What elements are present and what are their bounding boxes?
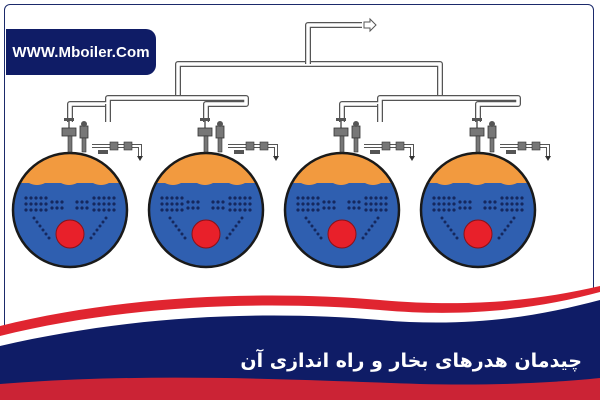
furnace-tube xyxy=(327,219,357,249)
furnace-tube xyxy=(463,219,493,249)
fire-tube-bank xyxy=(24,196,116,240)
check-valve-icon xyxy=(517,141,541,151)
safety-valve-icon xyxy=(79,121,89,153)
fire-tube-bank xyxy=(432,196,524,240)
boiler-valve-set xyxy=(469,118,551,161)
site-url-label: WWW.Mboiler.Com xyxy=(12,43,150,61)
boiler-valve-set xyxy=(333,118,415,161)
steam-outlet-arrow-icon xyxy=(363,17,377,33)
steam-header-piping xyxy=(67,22,521,122)
check-valve-icon xyxy=(109,141,133,151)
safety-valve-icon xyxy=(351,121,361,153)
boiler-valve-set xyxy=(197,118,279,161)
safety-valve-icon xyxy=(215,121,225,153)
site-url-badge[interactable]: WWW.Mboiler.Com xyxy=(6,29,156,75)
check-valve-icon xyxy=(381,141,405,151)
boiler-1 xyxy=(11,118,143,269)
page-title: چیدمان هدرهای بخار و راه اندازی آن xyxy=(240,350,582,372)
footer-wave-band xyxy=(0,286,600,400)
boiler-3 xyxy=(283,118,415,269)
boilers-group xyxy=(11,118,551,269)
gate-valve-icon xyxy=(197,118,213,153)
fire-tube-bank xyxy=(160,196,252,240)
furnace-tube xyxy=(55,219,85,249)
gate-valve-icon xyxy=(469,118,485,153)
fire-tube-bank xyxy=(296,196,388,240)
check-valve-icon xyxy=(245,141,269,151)
safety-valve-icon xyxy=(487,121,497,153)
gate-valve-icon xyxy=(61,118,77,153)
boiler-4 xyxy=(419,118,551,269)
furnace-tube xyxy=(191,219,221,249)
boiler-2 xyxy=(147,118,279,269)
gate-valve-icon xyxy=(333,118,349,153)
boiler-valve-set xyxy=(61,118,143,161)
